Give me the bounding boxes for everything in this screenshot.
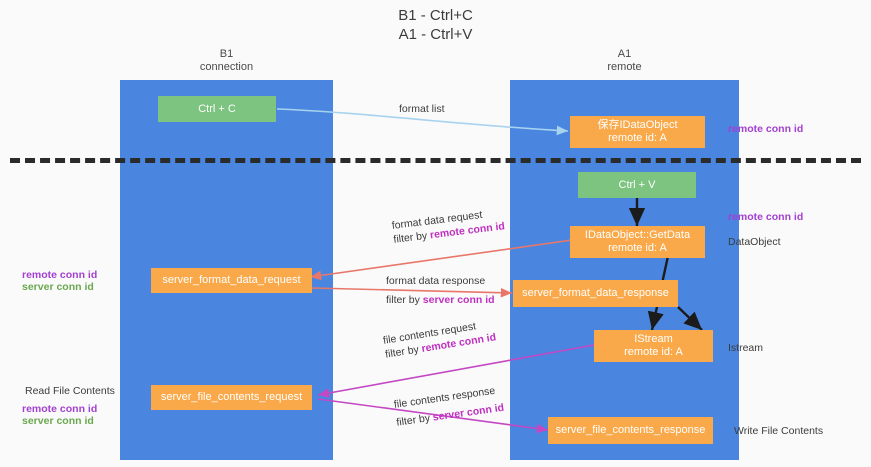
box-save-idataobject[interactable]: 保存IDataObject remote id: A	[570, 116, 705, 148]
box-istream-line2: remote id: A	[624, 346, 683, 358]
lane-header-a1-role: remote	[607, 61, 642, 73]
box-idataobject-getdata-line2: remote id: A	[608, 242, 667, 254]
box-save-idataobject-line1: 保存IDataObject	[597, 119, 678, 131]
filter-prefix: filter by	[395, 411, 434, 429]
box-ctrl-v[interactable]: Ctrl + V	[578, 172, 696, 198]
lane-header-b1-role: connection	[199, 61, 254, 73]
box-idataobject-getdata-line1: IDataObject::GetData	[584, 229, 691, 241]
box-istream[interactable]: IStream remote id: A	[594, 330, 713, 362]
annotation-right-dataobject: DataObject	[728, 236, 781, 248]
box-idataobject-getdata[interactable]: IDataObject::GetData remote id: A	[570, 226, 705, 258]
annotation-left-server-conn-id-1: server conn id	[22, 281, 94, 293]
box-server-file-contents-response[interactable]: server_file_contents_response	[548, 417, 713, 444]
annotation-right-remote-conn-id-mid: remote conn id	[728, 211, 804, 223]
lane-header-a1: A1 remote	[510, 48, 739, 74]
flow-label-format-data-request: format data request filter by remote con…	[391, 205, 506, 246]
page-title: B1 - Ctrl+C A1 - Ctrl+V	[0, 6, 871, 44]
box-server-format-data-response[interactable]: server_format_data_response	[513, 280, 678, 307]
filter-key-server-conn-id: server conn id	[422, 294, 495, 306]
annotation-right-write-file-contents: Write File Contents	[734, 425, 824, 437]
annotation-left-remote-conn-id-1: remote conn id	[22, 269, 98, 281]
filter-prefix: filter by	[392, 229, 431, 246]
title-line-2: A1 - Ctrl+V	[398, 26, 473, 43]
flow-label-format-data-response-filter: filter by server conn id	[386, 293, 495, 307]
flow-label-file-contents-request: file contents request filter by remote c…	[382, 316, 497, 361]
box-server-format-data-request[interactable]: server_format_data_request	[151, 268, 312, 293]
flow-label-file-contents-response: file contents response filter by server …	[393, 383, 505, 430]
box-ctrl-c[interactable]: Ctrl + C	[158, 96, 276, 122]
lane-header-b1: B1 connection	[120, 48, 333, 74]
annotation-left-server-conn-id-2: server conn id	[22, 415, 94, 427]
box-istream-line1: IStream	[634, 333, 673, 345]
annotation-left-read-file-contents: Read File Contents	[25, 385, 115, 397]
lane-header-a1-name: A1	[617, 48, 632, 60]
box-server-file-contents-request[interactable]: server_file_contents_request	[151, 385, 312, 410]
flow-label-format-data-response: format data response filter by server co…	[386, 274, 495, 307]
annotation-right-remote-conn-id-top: remote conn id	[728, 123, 804, 135]
flow-label-format-data-response-text: format data response	[386, 275, 486, 287]
title-line-1: B1 - Ctrl+C	[398, 7, 473, 24]
lane-header-b1-name: B1	[219, 48, 234, 60]
phase-divider	[10, 158, 861, 163]
box-save-idataobject-line2: remote id: A	[608, 132, 667, 144]
flow-label-format-list: format list	[399, 103, 445, 115]
annotation-left-remote-conn-id-2: remote conn id	[22, 403, 98, 415]
annotation-right-istream: Istream	[728, 342, 764, 354]
filter-prefix: filter by	[386, 294, 423, 306]
